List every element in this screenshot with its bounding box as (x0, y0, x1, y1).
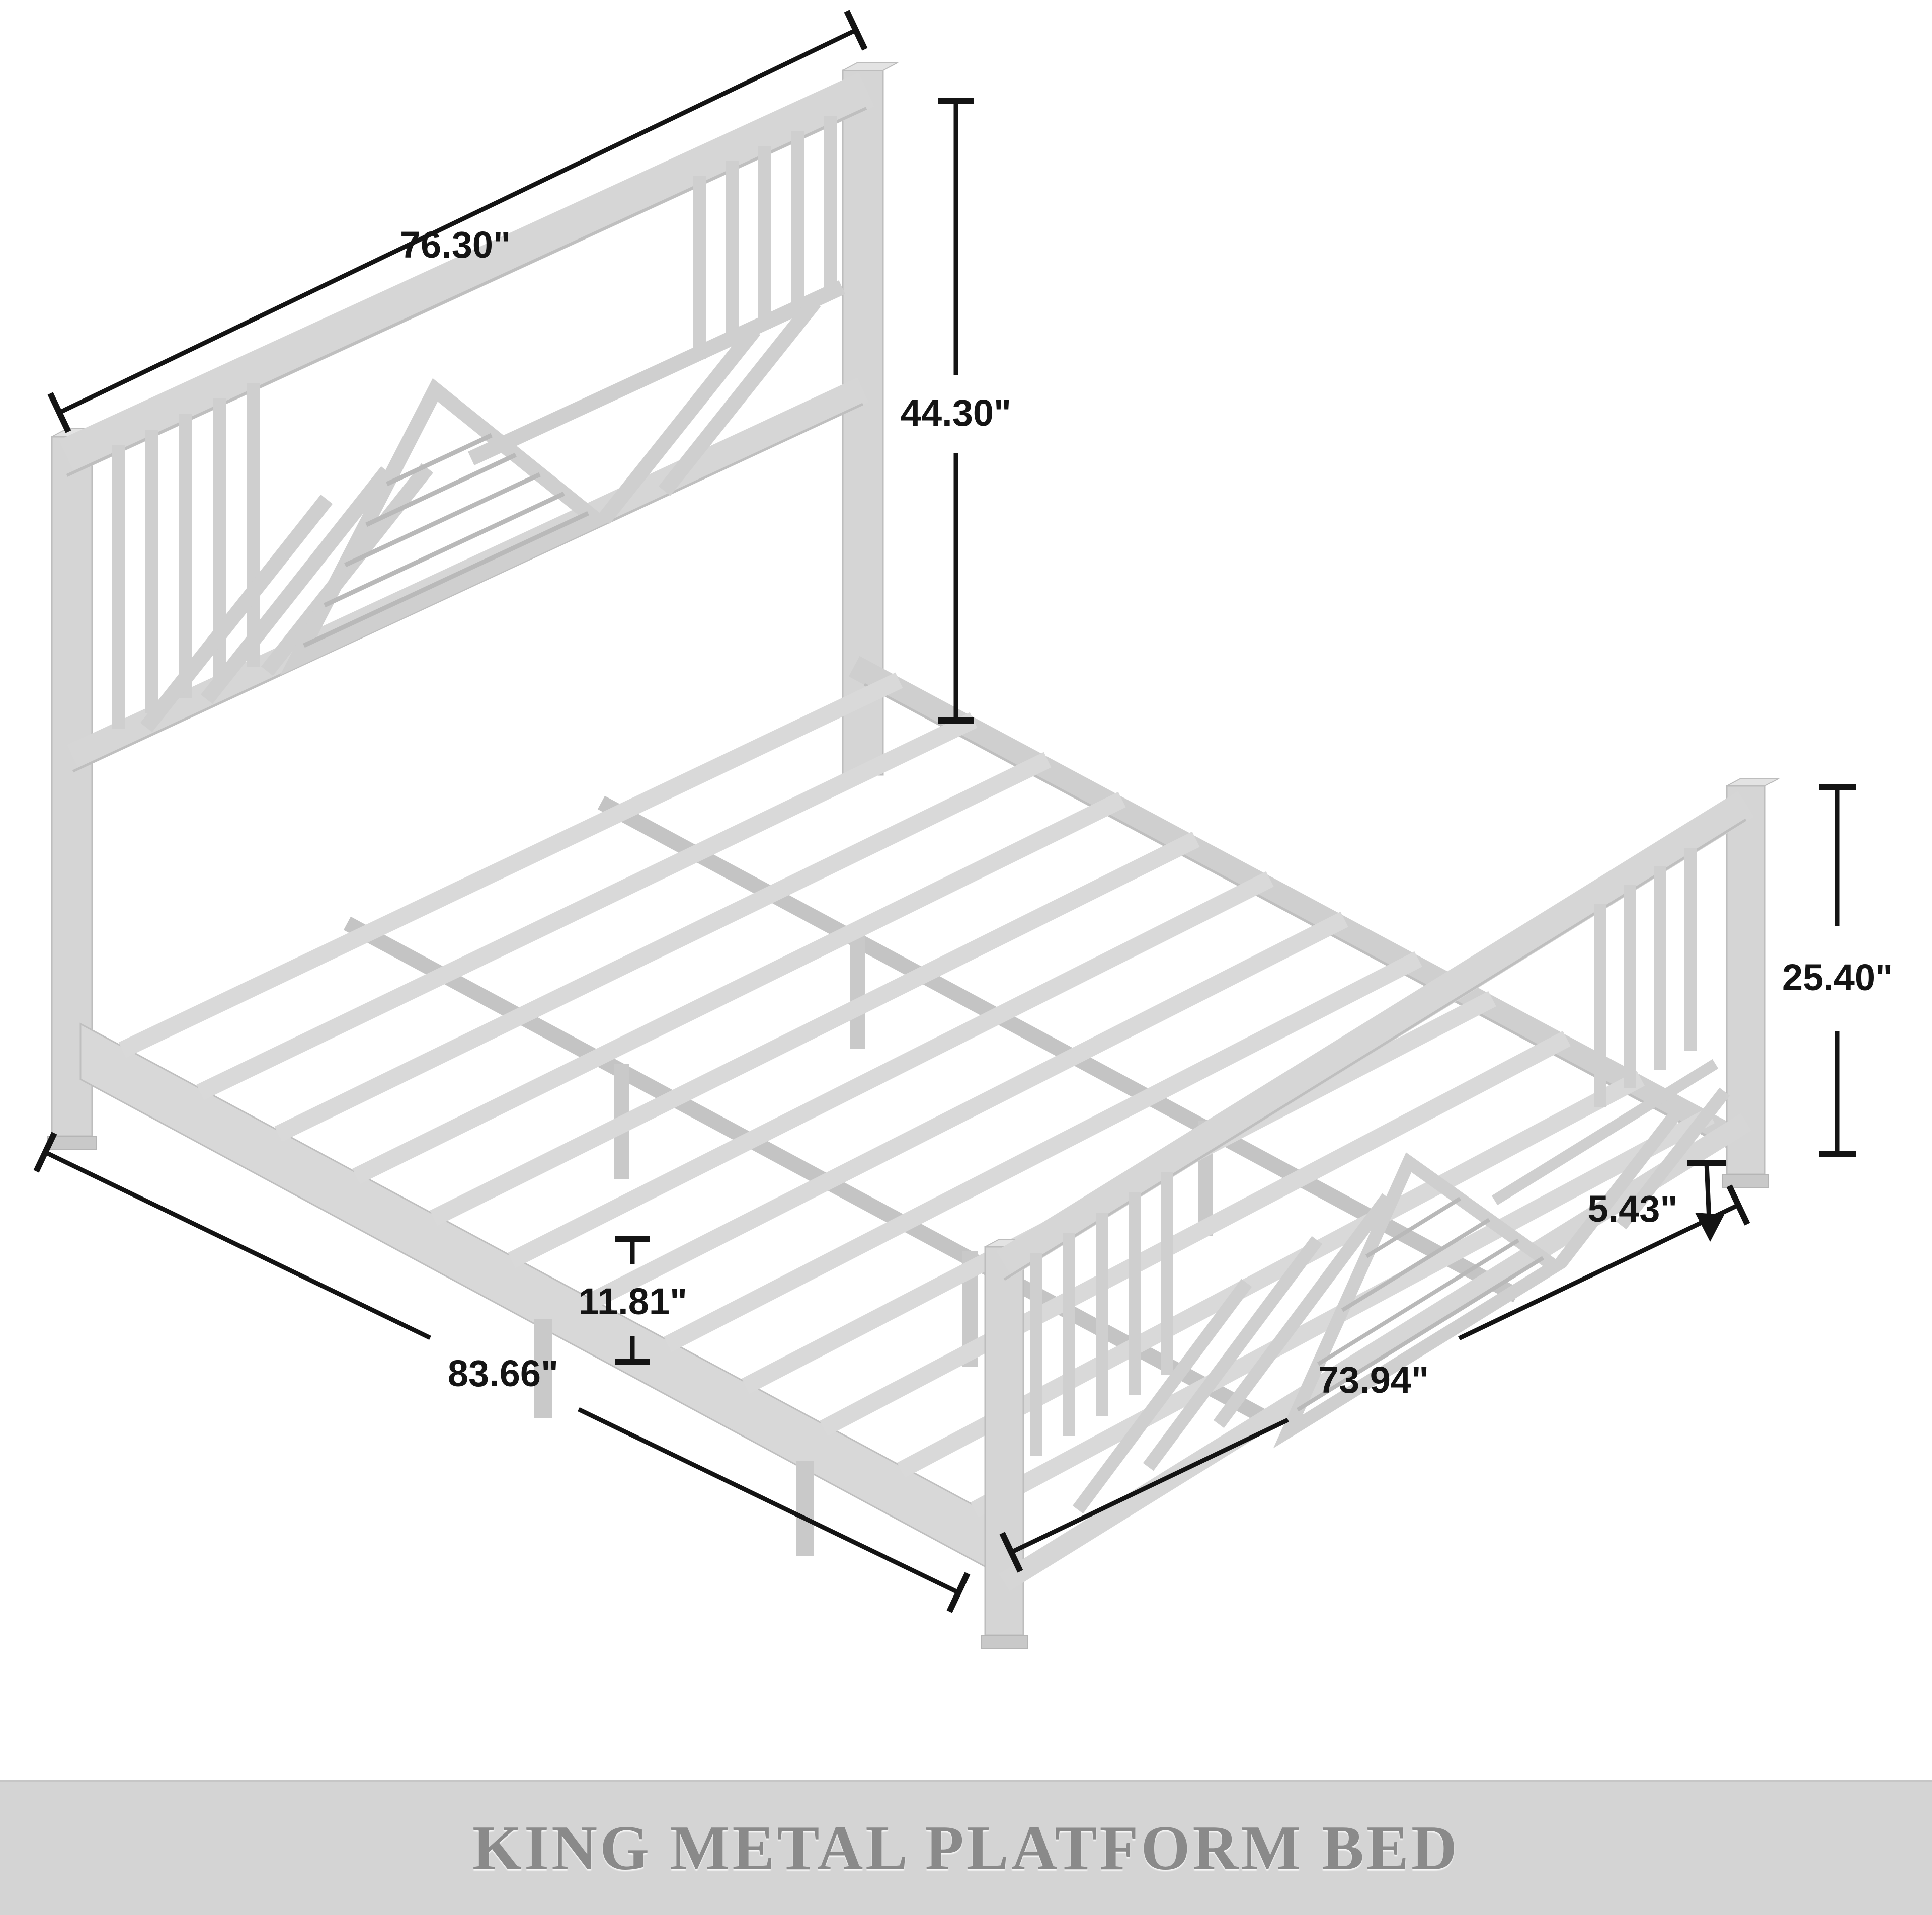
slats (118, 672, 1715, 1518)
headboard-top-rail (59, 72, 874, 474)
footboard-right-post (1726, 785, 1766, 1175)
dim-footboard-rail-gap-label: 5.43" (1587, 1188, 1677, 1230)
dim-headboard-width: 76.30" (47, 10, 868, 433)
headboard-right-post (842, 69, 884, 776)
dim-footboard-width-label: 73.94" (1318, 1359, 1429, 1401)
dim-headboard-height: 44.30" (901, 98, 1011, 724)
footboard-left-diagonals (1072, 1193, 1393, 1514)
dim-footboard-width: 73.94" (999, 1184, 1750, 1573)
footboard-left-spindles (1030, 1172, 1173, 1456)
platform (79, 656, 1753, 1575)
title-bar: KING METAL PLATFORM BED (0, 1780, 1932, 1915)
footboard-triangle-motif (1273, 1152, 1567, 1449)
center-beam-near (343, 916, 1267, 1423)
near-side-rail (79, 1022, 1000, 1575)
headboard-triangle-motif (280, 378, 611, 676)
product-title: KING METAL PLATFORM BED (472, 1813, 1460, 1883)
headboard (47, 62, 899, 1150)
dim-overall-length: 83.66" (33, 1132, 971, 1613)
dim-headboard-width-label: 76.30" (400, 224, 511, 266)
dim-footboard-height-label: 25.40" (1782, 956, 1893, 998)
dim-under-bed-clearance-label: 11.81" (579, 1281, 687, 1322)
footboard-top-rail (996, 791, 1754, 1277)
footboard-right-diagonals (1491, 1059, 1730, 1267)
headboard-cross-bar (468, 280, 845, 465)
dim-overall-length-label: 83.66" (448, 1352, 558, 1394)
dim-footboard-height: 25.40" (1782, 784, 1893, 1157)
bed-dimension-diagram: 76.30" 44.30" 25.40" 5.43" (33, 10, 1893, 1649)
far-side-rail (848, 656, 1753, 1156)
dim-under-bed-clearance: 11.81" (579, 1236, 687, 1365)
footboard-right-spindles (1594, 848, 1697, 1107)
headboard-right-diagonals (598, 297, 821, 524)
headboard-right-spindles (693, 116, 837, 359)
footboard-bottom-rail (999, 1113, 1751, 1591)
dim-headboard-height-label: 44.30" (901, 392, 1011, 434)
headboard-left-post (51, 436, 93, 1137)
center-beam-far (597, 795, 1521, 1303)
